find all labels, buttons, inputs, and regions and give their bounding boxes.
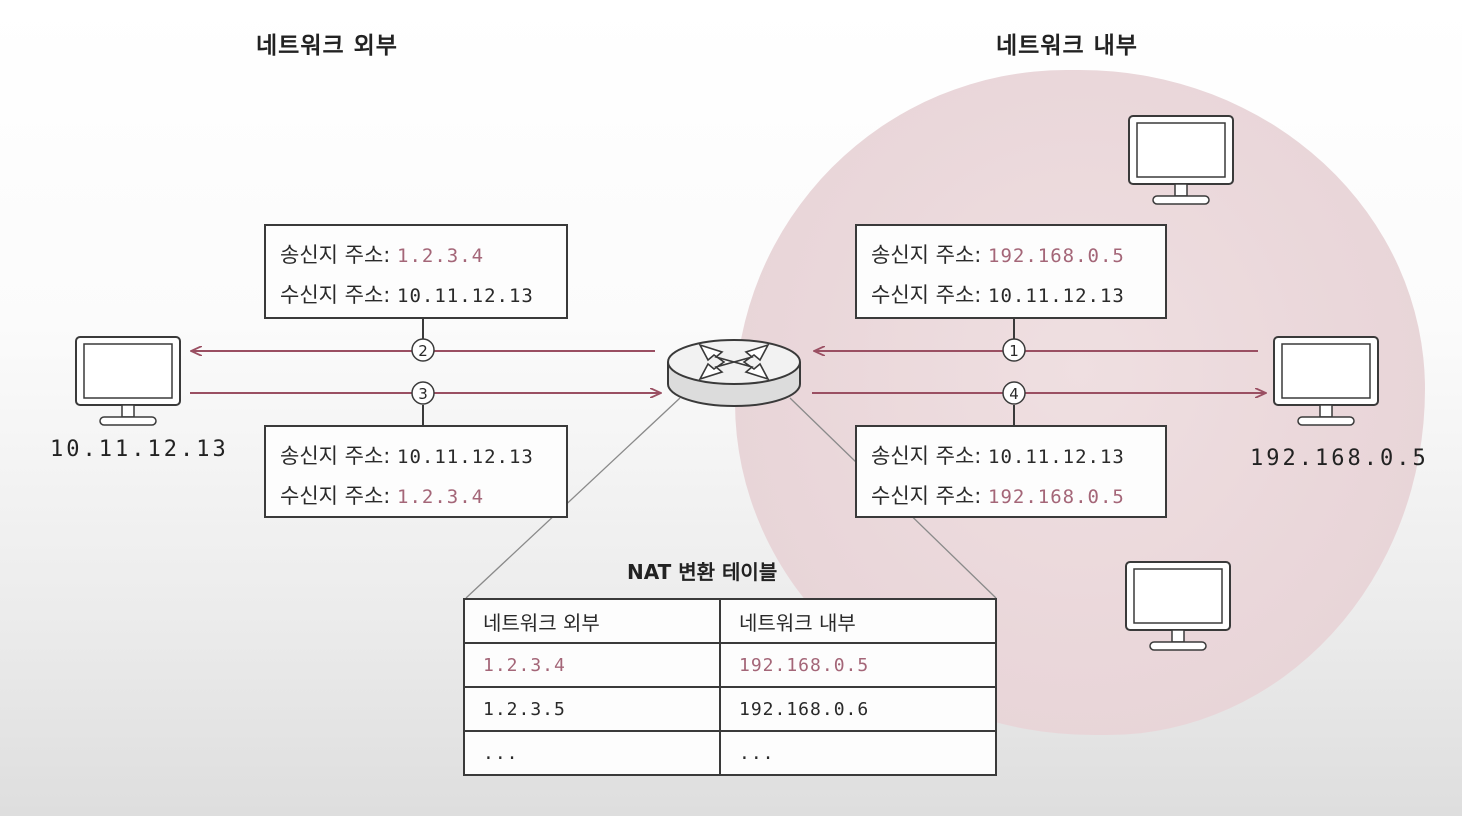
source-address-row: 송신지 주소: 10.11.12.13: [280, 437, 566, 477]
destination-address: 1.2.3.4: [397, 486, 485, 508]
nat-table-title: NAT 변환 테이블: [627, 560, 778, 584]
table-cell-outside: ...: [463, 730, 721, 776]
table-cell-inside: 192.168.0.6: [719, 686, 997, 732]
step-1-number: 1: [1009, 342, 1019, 360]
table-cell-outside: 1.2.3.4: [463, 642, 721, 688]
destination-address-row: 수신지 주소: 10.11.12.13: [871, 276, 1165, 316]
step-2-number: 2: [418, 342, 428, 360]
source-address-row: 송신지 주소: 192.168.0.5: [871, 236, 1165, 276]
inside-network-heading: 네트워크 내부: [996, 33, 1138, 59]
monitor-icon-inside-host: [1273, 336, 1379, 426]
source-label: 송신지 주소:: [871, 444, 982, 468]
router-icon: [667, 339, 801, 407]
destination-address: 10.11.12.13: [988, 285, 1125, 307]
packet-box-step-1: 송신지 주소: 192.168.0.5 수신지 주소: 10.11.12.13: [855, 224, 1167, 319]
step-3-number: 3: [418, 385, 428, 403]
source-label: 송신지 주소:: [280, 243, 391, 267]
step-4-marker: 4: [1002, 381, 1026, 405]
destination-address-row: 수신지 주소: 10.11.12.13: [280, 276, 566, 316]
outside-host-ip: 10.11.12.13: [50, 437, 229, 462]
destination-label: 수신지 주소:: [280, 484, 391, 508]
destination-address-row: 수신지 주소: 1.2.3.4: [280, 477, 566, 517]
source-address: 192.168.0.5: [988, 245, 1125, 267]
source-label: 송신지 주소:: [280, 444, 391, 468]
table-cell-outside: 1.2.3.5: [463, 686, 721, 732]
step-1-marker: 1: [1002, 338, 1026, 362]
table-row: ... ...: [463, 730, 997, 776]
monitor-icon-outside-host: [75, 336, 181, 426]
step-4-number: 4: [1009, 385, 1019, 403]
table-row: 1.2.3.4 192.168.0.5: [463, 642, 997, 688]
packet-box-step-3: 송신지 주소: 10.11.12.13 수신지 주소: 1.2.3.4: [264, 425, 568, 518]
destination-address: 192.168.0.5: [988, 486, 1125, 508]
table-cell-inside: 192.168.0.5: [719, 642, 997, 688]
source-address: 10.11.12.13: [988, 446, 1125, 468]
source-address-row: 송신지 주소: 10.11.12.13: [871, 437, 1165, 477]
inside-host-ip: 192.168.0.5: [1250, 446, 1429, 471]
source-label: 송신지 주소:: [871, 243, 982, 267]
table-cell-inside: ...: [719, 730, 997, 776]
nat-translation-table: 네트워크 외부 네트워크 내부 1.2.3.4 192.168.0.5 1.2.…: [463, 598, 997, 776]
zoom-line-left: [465, 397, 681, 599]
source-address: 10.11.12.13: [397, 446, 534, 468]
source-address: 1.2.3.4: [397, 245, 485, 267]
destination-label: 수신지 주소:: [871, 484, 982, 508]
table-header-row: 네트워크 외부 네트워크 내부: [463, 598, 997, 644]
header-outside: 네트워크 외부: [463, 598, 721, 644]
monitor-icon-inside-top: [1128, 115, 1234, 205]
packet-box-step-2: 송신지 주소: 1.2.3.4 수신지 주소: 10.11.12.13: [264, 224, 568, 319]
step-3-marker: 3: [411, 381, 435, 405]
destination-label: 수신지 주소:: [280, 283, 391, 307]
header-inside: 네트워크 내부: [719, 598, 997, 644]
outside-network-heading: 네트워크 외부: [256, 33, 398, 59]
destination-label: 수신지 주소:: [871, 283, 982, 307]
packet-box-step-4: 송신지 주소: 10.11.12.13 수신지 주소: 192.168.0.5: [855, 425, 1167, 518]
table-row: 1.2.3.5 192.168.0.6: [463, 686, 997, 732]
destination-address: 10.11.12.13: [397, 285, 534, 307]
destination-address-row: 수신지 주소: 192.168.0.5: [871, 477, 1165, 517]
source-address-row: 송신지 주소: 1.2.3.4: [280, 236, 566, 276]
monitor-icon-inside-bottom: [1125, 561, 1231, 651]
step-2-marker: 2: [411, 338, 435, 362]
